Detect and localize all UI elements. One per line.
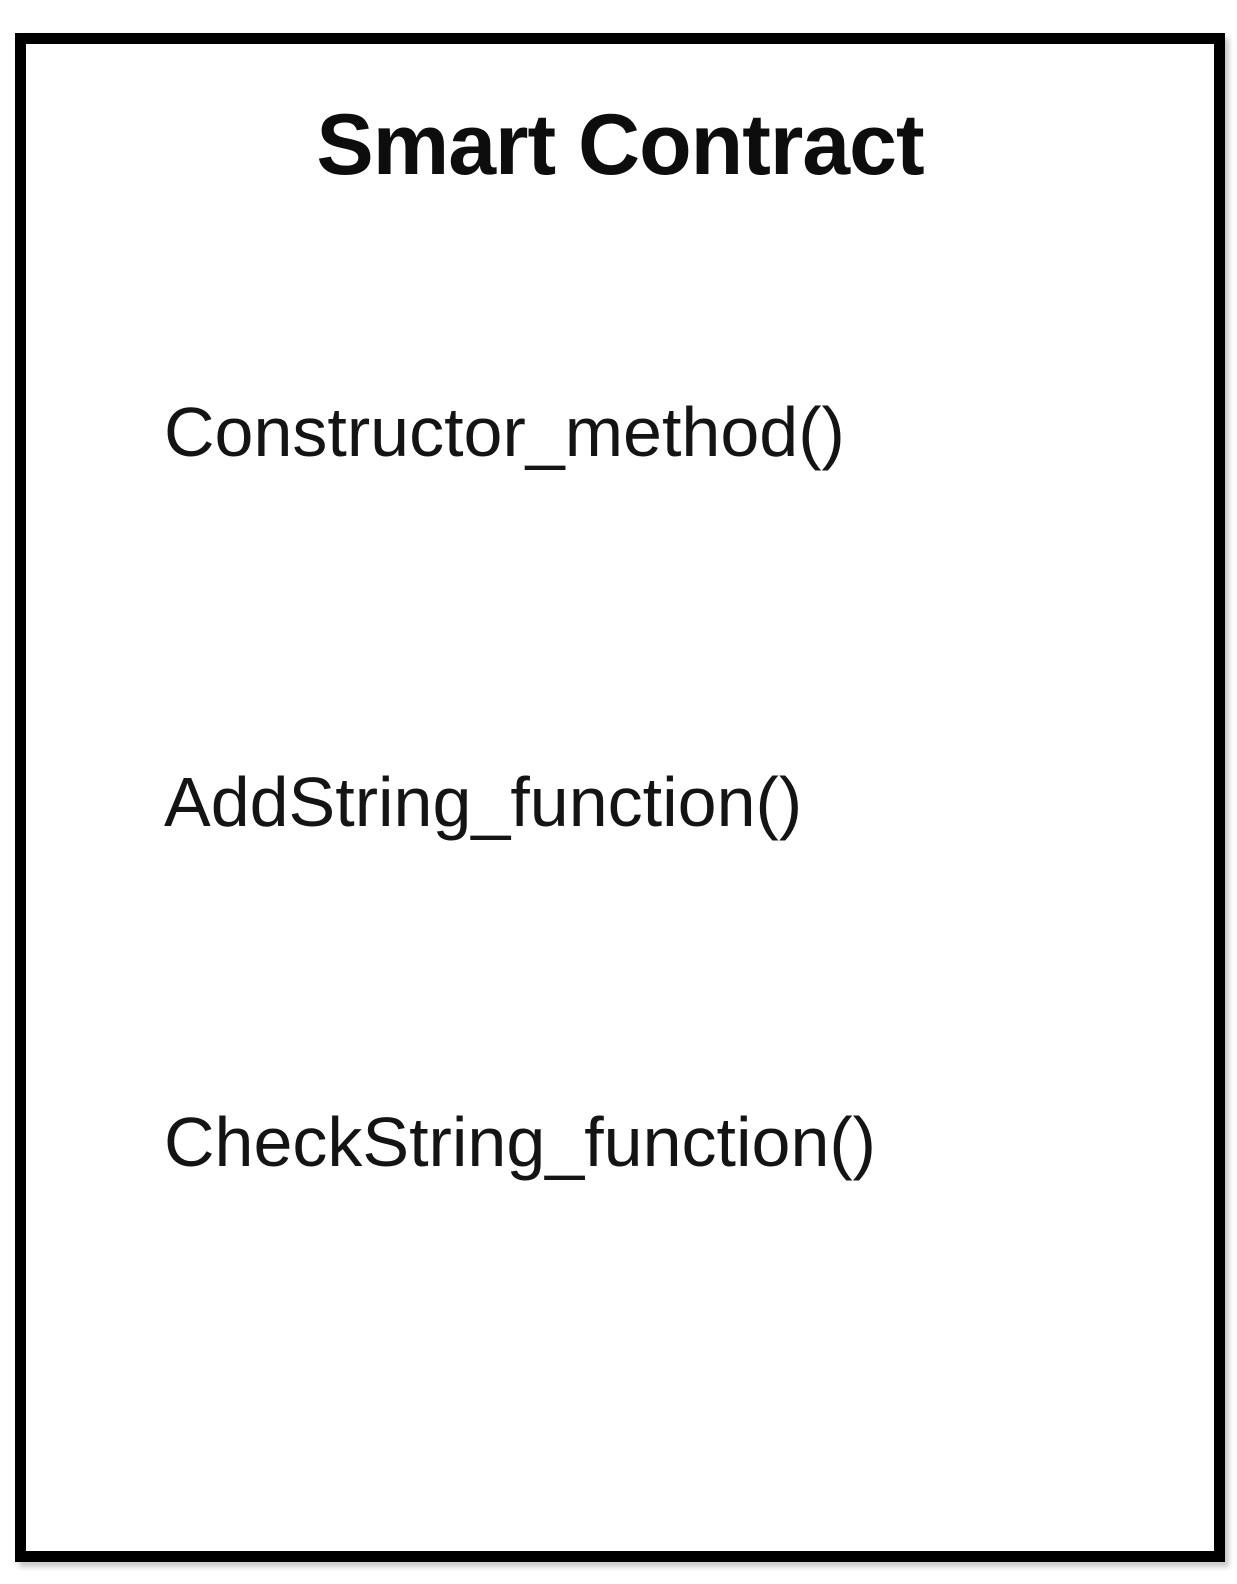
smart-contract-title: Smart Contract [316, 97, 924, 193]
smart-contract-box: Smart Contract Constructor_method() AddS… [15, 33, 1225, 1562]
constructor-method-label: Constructor_method() [164, 393, 845, 471]
addstring-function-label: AddString_function() [164, 763, 803, 841]
checkstring-function-label: CheckString_function() [164, 1103, 876, 1181]
